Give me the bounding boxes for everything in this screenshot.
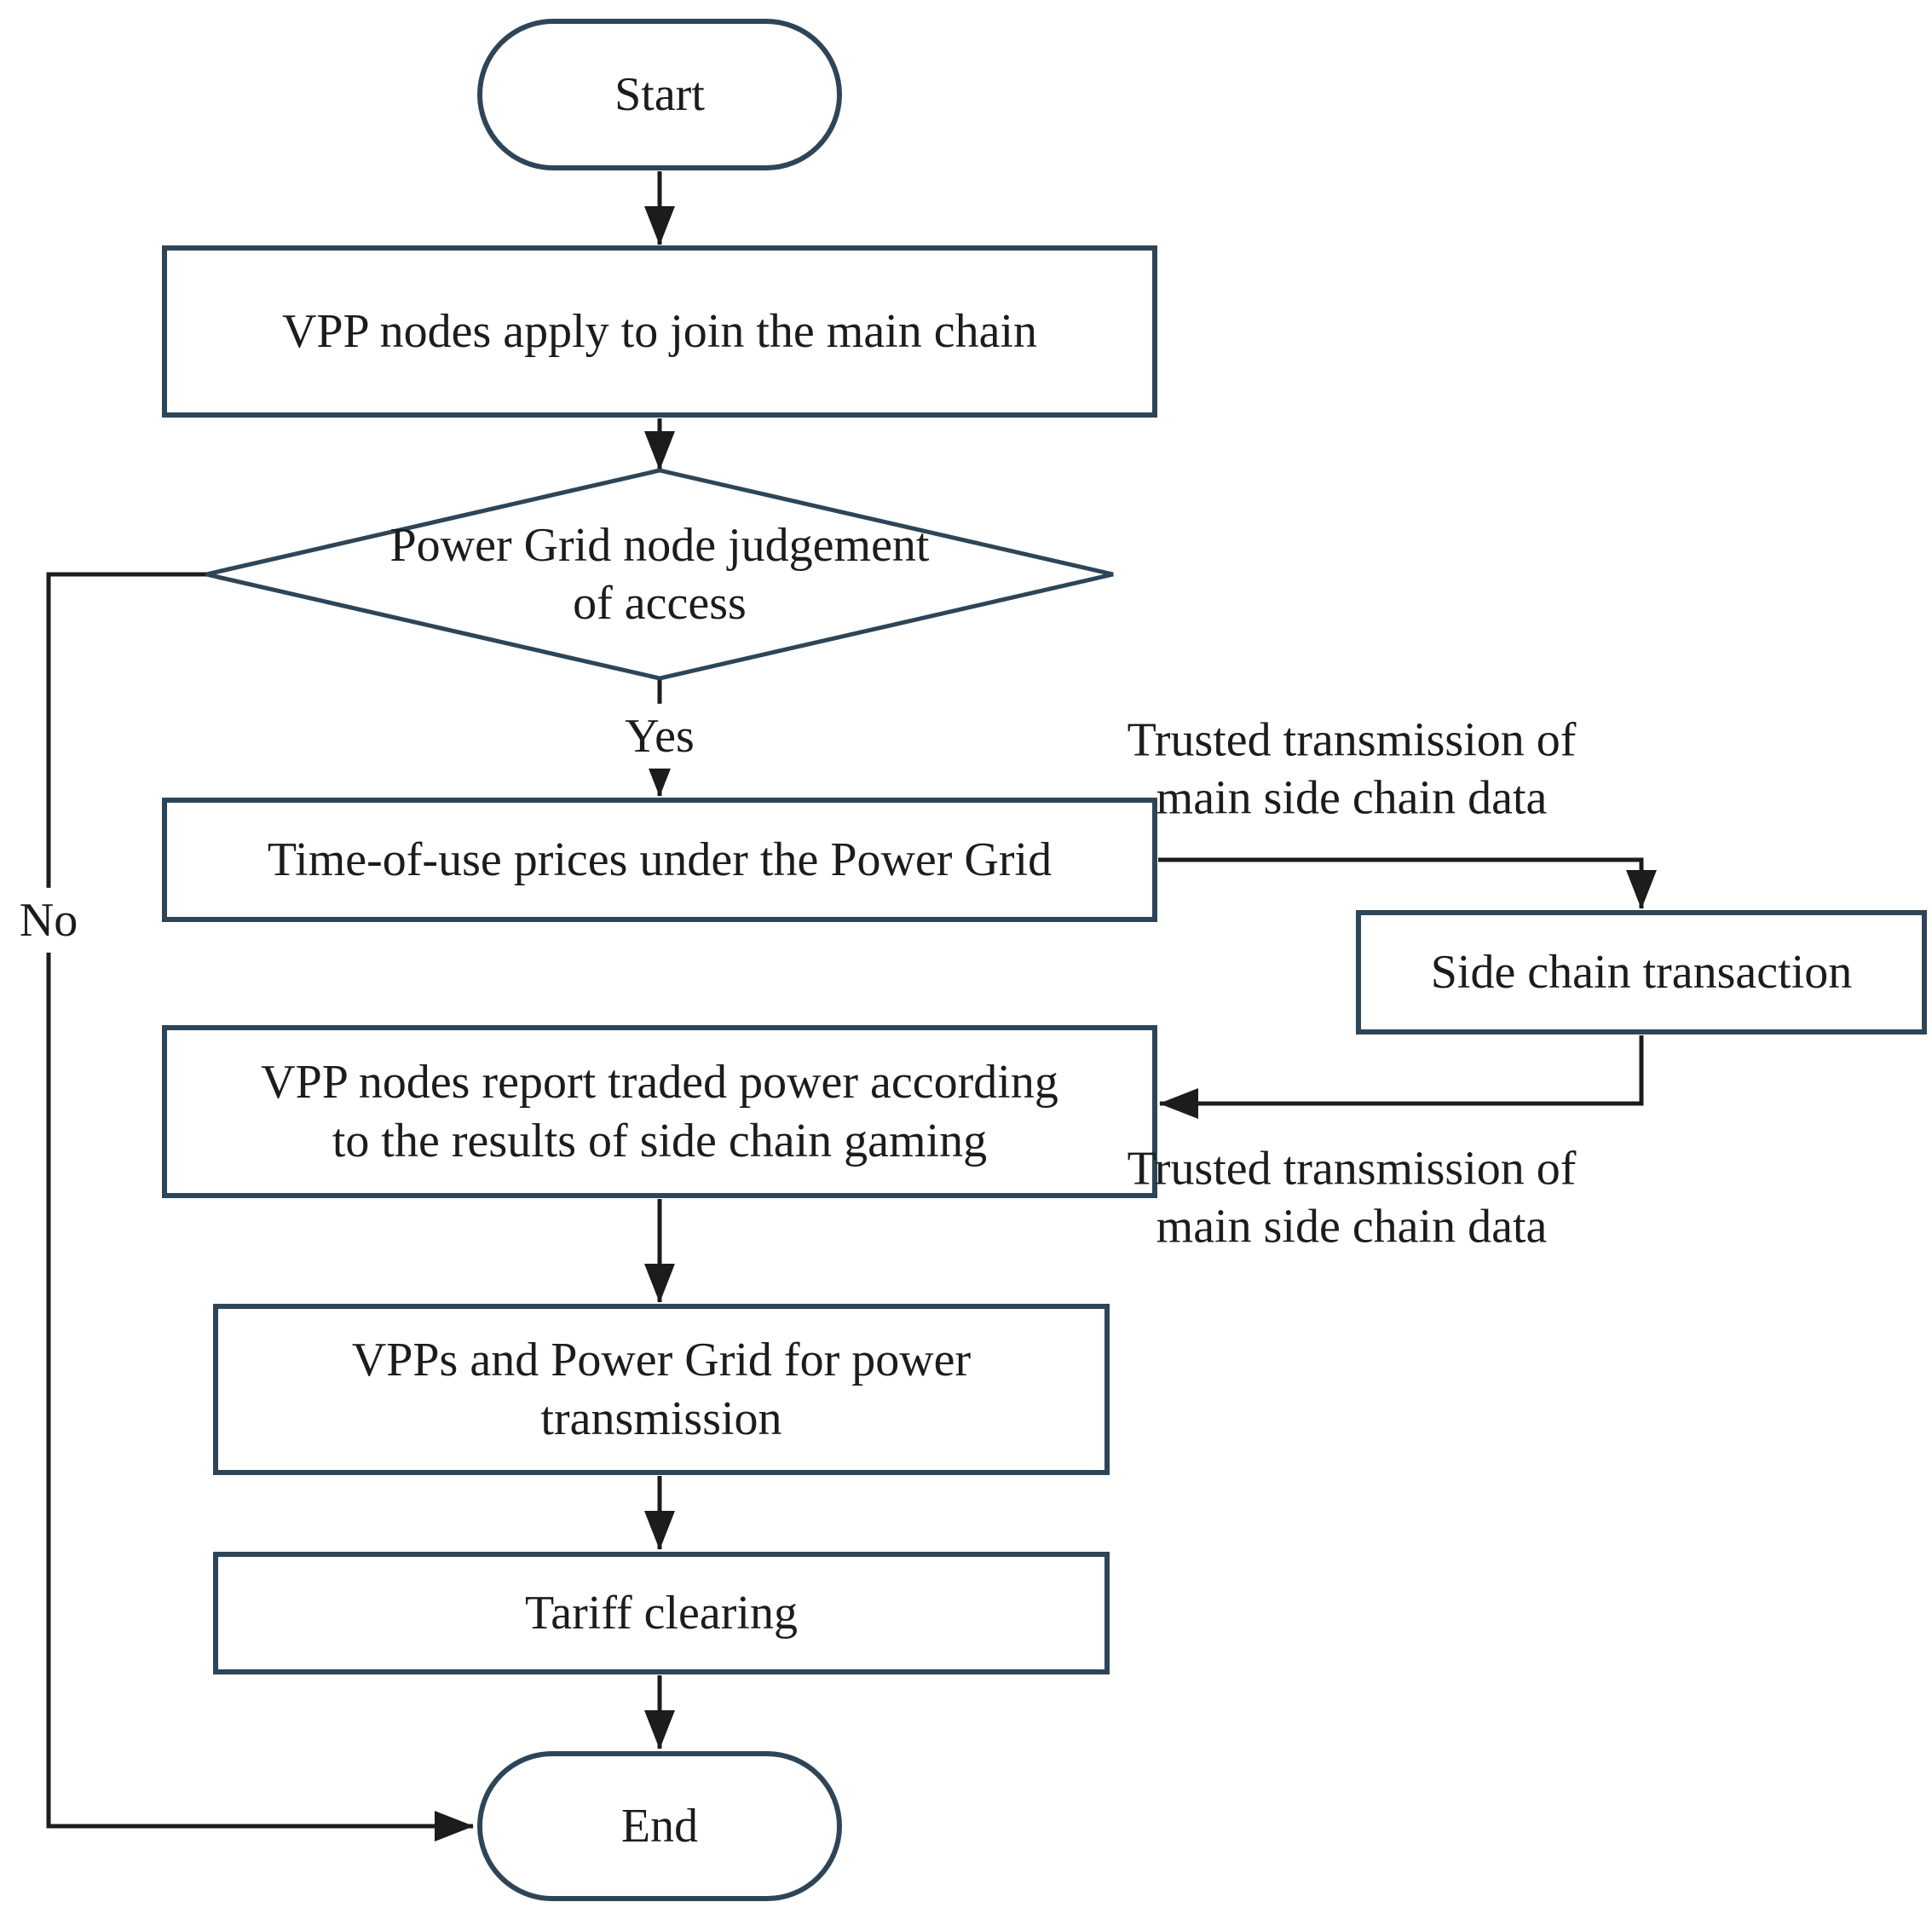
decision-label: Power Grid node judgement of access <box>389 518 930 630</box>
tariff-clearing-node: Tariff clearing <box>213 1552 1110 1674</box>
start-label: Start <box>614 67 705 121</box>
prices-process-node: Time-of-use prices under the Power Grid <box>162 798 1157 922</box>
prices-label: Time-of-use prices under the Power Grid <box>267 833 1053 886</box>
yes-branch-label: Yes <box>614 703 705 769</box>
edge-sidechain-to-report <box>1159 1035 1644 1119</box>
start-node: Start <box>477 19 842 170</box>
power-transmission-label: VPPs and Power Grid for power transmissi… <box>351 1334 972 1445</box>
report-process-node: VPP nodes report traded power according … <box>162 1025 1157 1198</box>
edge-decision-no-to-end <box>46 572 474 1841</box>
report-label: VPP nodes report traded power according … <box>261 1056 1058 1167</box>
trusted-transmission-label-bottom: Trusted transmission of main side chain … <box>1127 1142 1577 1254</box>
end-label: End <box>620 1799 699 1853</box>
power-transmission-node: VPPs and Power Grid for power transmissi… <box>213 1304 1110 1475</box>
edge-prices-to-sidechain <box>1158 857 1657 909</box>
tariff-label: Tariff clearing <box>525 1586 798 1640</box>
apply-label: VPP nodes apply to join the main chain <box>281 304 1038 358</box>
trusted-transmission-label-top: Trusted transmission of main side chain … <box>1127 713 1577 825</box>
side-chain-transaction-node: Side chain transaction <box>1356 910 1927 1035</box>
side-chain-label: Side chain transaction <box>1430 945 1853 999</box>
no-branch-label: No <box>9 887 89 954</box>
decision-diamond-shape <box>205 468 1114 681</box>
decision-node: Power Grid node judgement of access <box>276 499 1043 649</box>
apply-process-node: VPP nodes apply to join the main chain <box>162 245 1157 418</box>
end-node: End <box>477 1751 842 1901</box>
